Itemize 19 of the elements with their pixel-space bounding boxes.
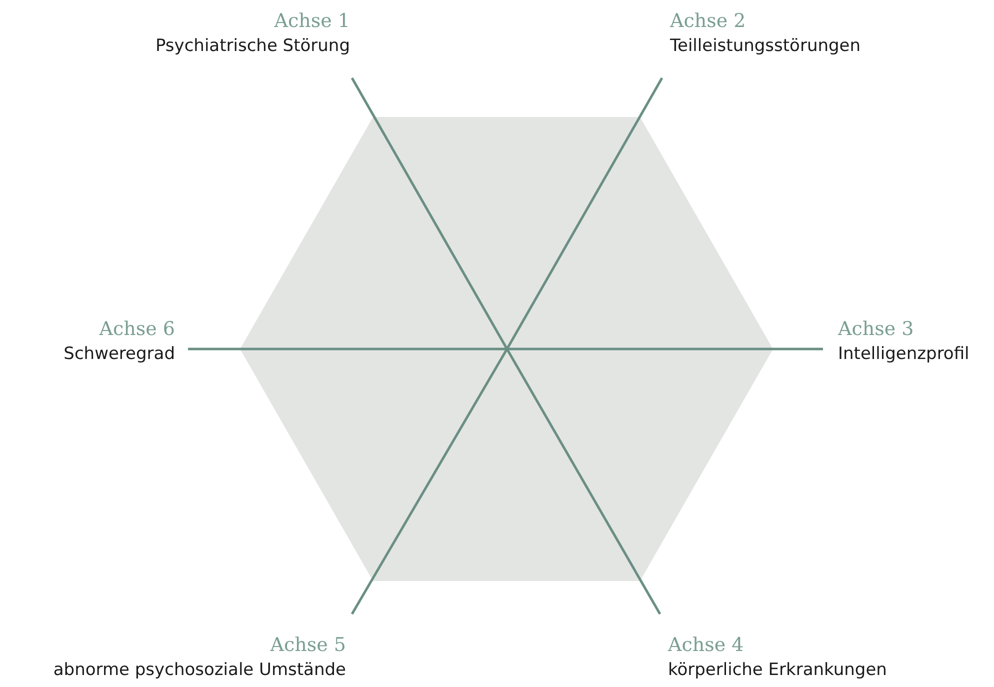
axis-line — [350, 77, 508, 350]
axis-line — [506, 77, 664, 350]
axis-line — [188, 348, 507, 350]
axis-number: Achse 2 — [670, 9, 746, 34]
axis-number: Achse 4 — [668, 633, 744, 658]
hexagon-shape — [240, 117, 773, 581]
axis-number: Achse 6 — [99, 317, 175, 342]
axis-line — [506, 348, 662, 615]
axis-number: Achse 1 — [274, 9, 350, 34]
axis-number: Achse 5 — [270, 633, 346, 658]
axis-label: Psychiatrische Störung — [155, 35, 350, 58]
axis-label: Intelligenzprofil — [838, 343, 970, 366]
axis-line — [507, 348, 823, 350]
axis-label: abnorme psychosoziale Umstände — [53, 659, 346, 682]
axis-line — [350, 348, 508, 615]
axis-label: Teilleistungsstörungen — [670, 35, 861, 58]
axis-label: Schweregrad — [64, 343, 175, 366]
axis-label: körperliche Erkrankungen — [668, 659, 887, 682]
axis-number: Achse 3 — [838, 317, 914, 342]
